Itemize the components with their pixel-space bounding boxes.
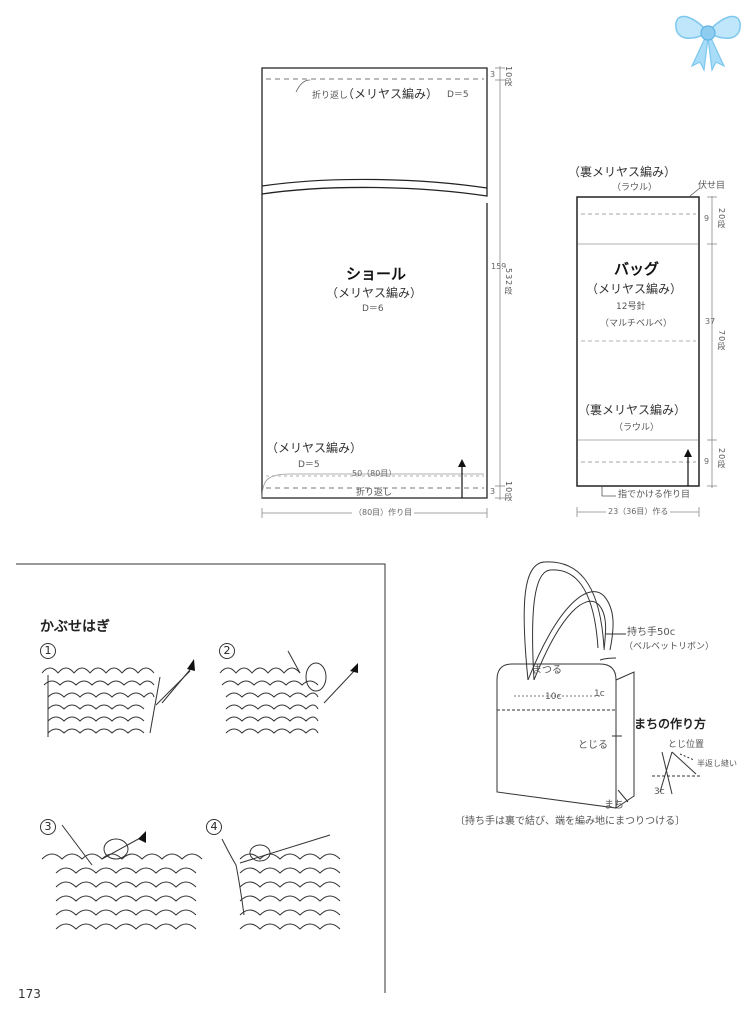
tojiru-label: とじる: [578, 740, 608, 751]
shawl-stitches-bottom: 50（80目）: [352, 469, 397, 478]
shawl-rows-top: 10段: [504, 66, 513, 88]
bag-rows-top: 20段: [716, 208, 727, 230]
ribbon-bow-icon: [670, 4, 746, 74]
assembly-note: 〔持ち手は裏で結び、端を編み地にまつりつける〕: [455, 816, 686, 827]
shawl-title: ショール: [346, 265, 407, 283]
step-2-marker: 2: [219, 643, 235, 659]
machi-label: まち: [604, 800, 624, 811]
shawl-rows-bottom: 10段: [504, 481, 513, 503]
shawl-d-bottom: D＝5: [298, 460, 320, 470]
bag-raoul-bottom: （ラウル）: [614, 423, 660, 433]
bag-reverse-top: （裏メリヤス編み）: [568, 165, 677, 179]
bag-reverse-bottom: （裏メリヤス編み）: [578, 403, 687, 417]
hangaeshi-label: 半返し縫い: [697, 759, 737, 768]
step-1-marker: 1: [40, 643, 56, 659]
c3-label: 3c: [654, 787, 665, 797]
joining-title: かぶせはぎ: [40, 619, 110, 635]
matsuru-label: まつる: [532, 665, 562, 676]
step-3-marker: 3: [40, 819, 56, 835]
shawl-d-top: D＝5: [447, 90, 469, 100]
bag-diagram: [576, 187, 717, 517]
shawl-pattern: （メリヤス編み）: [326, 286, 423, 300]
width-10c: 10c: [545, 692, 562, 702]
bag-dim-main: 37: [705, 317, 716, 326]
bag-pattern: （メリヤス編み）: [586, 282, 683, 296]
bag-rows-bottom: 20段: [716, 448, 727, 470]
shawl-dim-main: 159: [491, 262, 507, 271]
bag-cast-on: 23（36目）作る: [606, 507, 671, 516]
shawl-cast-on: （80目）作り目: [352, 508, 415, 517]
joining-box: [16, 563, 386, 993]
bag-bind-off: 伏せ目: [698, 181, 726, 191]
bag-dim-top: 9: [704, 214, 710, 223]
bag-needle: 12号針: [616, 302, 646, 312]
shawl-fold-bottom: 折り返し: [356, 488, 393, 498]
bag-dim-bottom: 9: [704, 457, 710, 466]
shawl-diagram: [261, 66, 505, 518]
bag-assembly-diagram: [0, 540, 750, 830]
shawl-rows-main: 532段: [503, 268, 514, 296]
bag-title: バッグ: [614, 260, 660, 278]
toji-ichi-label: とじ位置: [668, 740, 705, 750]
shawl-d-main: D＝6: [362, 304, 384, 314]
bag-raoul-top: （ラウル）: [612, 183, 658, 193]
shawl-dim-bottom: 3: [490, 487, 496, 496]
gusset-title: まちの作り方: [634, 717, 707, 731]
shawl-fold-top: 折り返し: [312, 91, 349, 101]
page-number: 173: [18, 987, 41, 1001]
handle-note: （ベルベットリボン）: [624, 642, 715, 652]
bag-rows-main: 70段: [716, 330, 727, 352]
step-4-marker: 4: [206, 819, 222, 835]
handle-label: 持ち手50c: [627, 627, 676, 638]
shawl-stockinette-bottom: （メリヤス編み）: [266, 441, 363, 455]
bag-yarn: （マルチベルベ）: [600, 319, 673, 329]
shawl-stockinette-top: （メリヤス編み）: [342, 87, 439, 101]
bag-finger-cast-on: 指でかける作り目: [618, 490, 691, 500]
shawl-dim-top: 3: [490, 70, 496, 79]
width-1c: 1c: [594, 689, 605, 699]
